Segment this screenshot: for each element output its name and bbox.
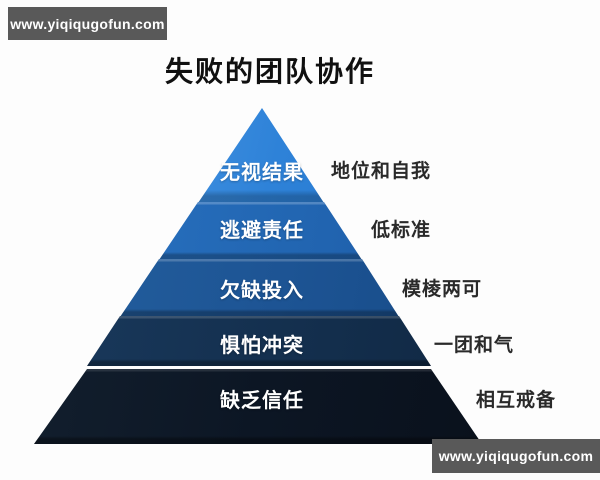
watermark-top-left: www.yiqiqugofun.com [8,7,167,40]
side-note-tier-2: 低标准 [371,220,432,241]
page-title: 失败的团队协作 [164,56,375,87]
watermark-text: www.yiqiqugofun.com [438,448,594,464]
pyramid-tier-2-label: 逃避责任 [220,220,304,242]
watermark-bottom-right: www.yiqiqugofun.com [432,439,600,473]
side-note-tier-1: 地位和自我 [331,161,432,182]
pyramid-tier-3-shape [120,259,399,317]
dysfunction-pyramid: 无视结果 逃避责任 欠缺投入 惧怕冲突 缺乏信任 [34,108,482,444]
pyramid-tier-3-label: 欠缺投入 [220,280,304,302]
side-note-tier-4: 一团和气 [434,335,515,356]
side-note-tier-3: 模棱两可 [402,279,483,300]
watermark-text: www.yiqiqugofun.com [10,15,165,32]
pyramid-tier-4-shape [87,316,431,366]
side-note-tier-5: 相互戒备 [476,390,557,411]
pyramid-tier-4-label: 惧怕冲突 [220,335,304,357]
pyramid-tier-5-label: 缺乏信任 [220,390,304,412]
pyramid-tier-5-shape [34,369,482,444]
pyramid-tier-2-shape [159,202,362,260]
pyramid-tier-1-label: 无视结果 [220,162,304,184]
